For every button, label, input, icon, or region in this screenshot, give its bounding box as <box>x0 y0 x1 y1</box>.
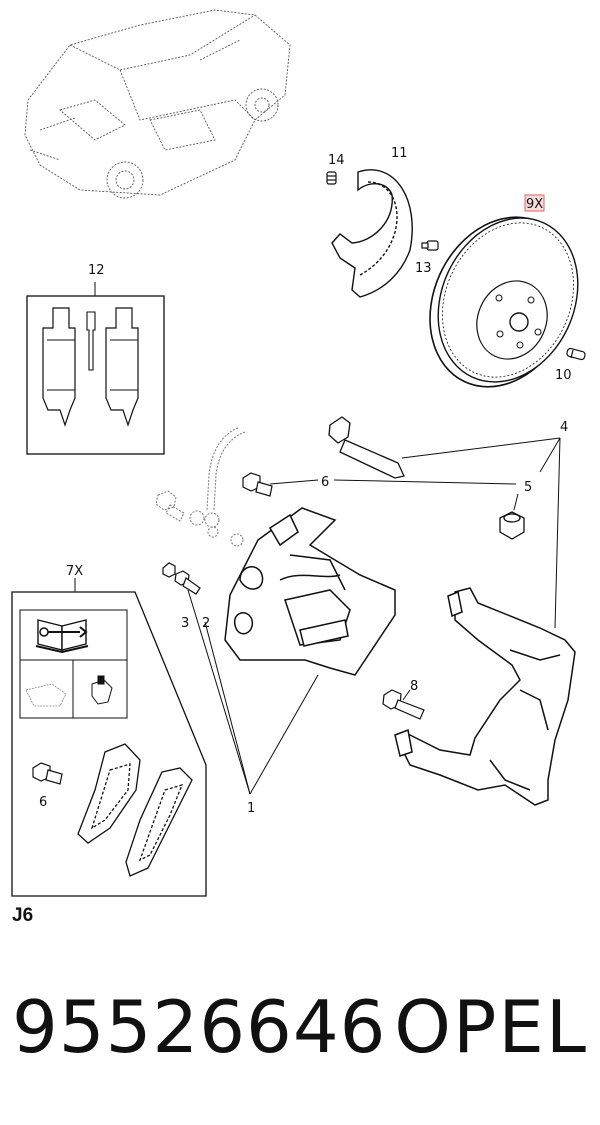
callout-6-upper: 6 <box>321 475 329 490</box>
callout-9x-highlight <box>524 194 545 212</box>
part-10-disc-screw <box>566 347 586 361</box>
callout-12: 12 <box>88 263 105 278</box>
car-illustration <box>24 9 291 199</box>
callout-13: 13 <box>415 261 432 276</box>
part-14-screw <box>326 171 337 185</box>
section-code: J6 <box>12 905 34 926</box>
callout-5: 5 <box>524 480 532 495</box>
brake-exploded-diagram: 1 2 3 4 5 6 7X 8 9X 10 11 12 13 14 6 <box>11 9 586 897</box>
part-2-bleeder-screw <box>174 570 201 595</box>
callout-4: 4 <box>560 420 568 435</box>
callout-9x: 9X <box>526 197 543 212</box>
part-6-bolt-upper <box>242 472 273 497</box>
part-13-bolt <box>421 240 439 251</box>
caliper-carrier-bracket <box>394 587 576 806</box>
part-8-bolt <box>382 689 425 720</box>
part-9x-brake-disc <box>429 216 579 388</box>
callout-14: 14 <box>328 153 345 168</box>
part-number: 95526646 <box>12 985 387 1069</box>
sensor-icon <box>91 675 113 705</box>
part-3-bleeder-cap <box>162 562 176 578</box>
callout-1: 1 <box>247 801 255 816</box>
callout-11: 11 <box>391 146 408 161</box>
callout-2: 2 <box>202 616 210 631</box>
pad-sketch-icon <box>25 683 67 707</box>
brake-pad-inner <box>77 743 141 844</box>
part-6-bolt-kit <box>32 762 63 785</box>
part-7x-pad-kit <box>11 578 207 897</box>
part-4-guide-pin <box>328 416 405 479</box>
manual-wrench-icon <box>35 619 89 654</box>
part-5-bush <box>499 511 525 540</box>
callout-7x: 7X <box>66 564 83 579</box>
callout-10: 10 <box>555 368 572 383</box>
brand-name: OPEL <box>394 985 588 1069</box>
part-1-caliper <box>224 507 396 676</box>
part-12-fluid-kit <box>26 282 165 455</box>
brake-hose <box>155 427 246 547</box>
callout-3: 3 <box>181 616 189 631</box>
part-11-splash-shield <box>331 169 413 298</box>
leader-lines <box>187 437 561 795</box>
callout-6-kit: 6 <box>39 795 47 810</box>
brake-pad-outer <box>125 767 193 877</box>
callout-8: 8 <box>410 679 418 694</box>
callout-labels: 1 2 3 4 5 6 7X 8 9X 10 11 12 13 14 6 <box>39 146 572 816</box>
